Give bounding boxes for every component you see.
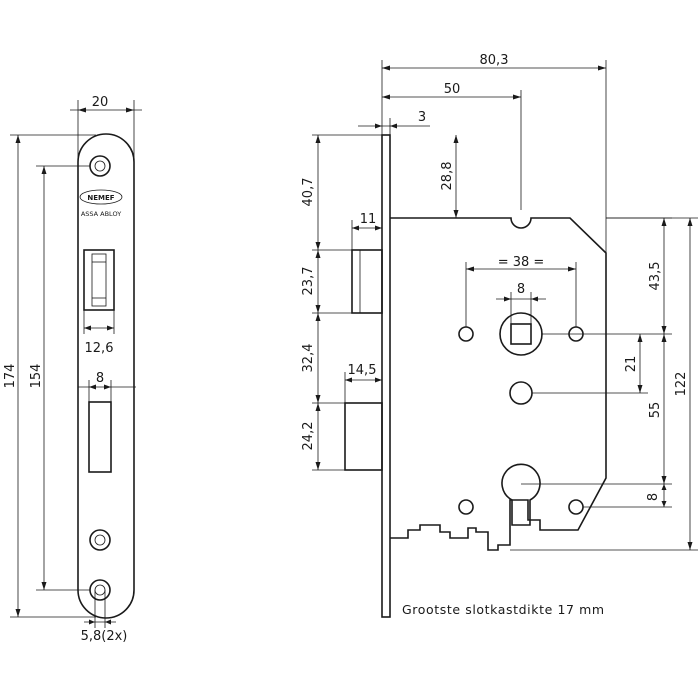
backset-label: 50 <box>444 82 461 97</box>
max-case-thickness-note: Grootste slotkastdikte 17 mm <box>402 602 605 617</box>
follower-to-hole-label: 21 <box>624 356 639 373</box>
bolt-width-label: 8 <box>96 371 104 386</box>
overall-depth-label: 80,3 <box>480 53 509 68</box>
bolt-height-label: 24,2 <box>301 422 316 451</box>
follower-hole-spacing-label: = 38 = <box>498 255 545 270</box>
follower-square-label: 8 <box>517 282 525 297</box>
follower <box>499 312 543 356</box>
follower-from-top-label: 43,5 <box>648 262 663 291</box>
follower-to-hole-dimension <box>532 334 648 394</box>
follower-to-cylinder-label: 55 <box>648 402 663 419</box>
top-to-notch-label: 28,8 <box>440 162 455 191</box>
follower-hole-spacing-dimension <box>465 262 577 327</box>
screw-hole-dimension <box>84 590 116 628</box>
cylinder-profile <box>501 463 541 526</box>
latch-width-dimension <box>83 310 115 334</box>
bolt-opening <box>88 401 112 473</box>
total-height-dimension <box>10 134 96 618</box>
cylinder-offset-label: 8 <box>646 493 661 501</box>
cylinder-offset-dimension <box>583 484 672 508</box>
latch-width-label: 12,6 <box>85 341 114 356</box>
latch-opening <box>83 249 115 311</box>
top-to-notch-dimension <box>453 135 459 218</box>
width-dimension <box>70 100 142 162</box>
brand-logo-text: NEMEF <box>87 194 114 202</box>
case-height-label: 122 <box>674 372 689 397</box>
plate-thickness-label: 3 <box>418 110 426 125</box>
case-body-outline <box>390 217 607 551</box>
left-fixing-hole <box>458 326 474 342</box>
bolt-width-dimension <box>78 380 136 402</box>
latch-height-label: 23,7 <box>301 267 316 296</box>
top-to-latch-label: 40,7 <box>301 178 316 207</box>
bolt-projection-label: 14,5 <box>348 363 377 378</box>
middle-hole <box>509 381 533 405</box>
overall-depth-dimension <box>381 60 607 253</box>
front-plate <box>381 134 391 618</box>
nemef-logo: NEMEF <box>79 189 123 205</box>
lockcase-view: 80,3 50 3 <box>301 53 698 618</box>
vertical-chain-dimension <box>312 134 382 471</box>
hole-spacing-label: 154 <box>29 364 44 389</box>
total-height-label: 174 <box>3 364 18 389</box>
bottom-right-hole <box>568 499 584 515</box>
case-height-dimension <box>510 217 698 551</box>
middle-screw-hole <box>89 529 111 551</box>
top-screw-hole <box>89 155 111 177</box>
latch-projection-dimension <box>351 220 382 250</box>
bottom-left-hole <box>458 499 474 515</box>
faceplate-outline <box>77 133 135 619</box>
faceplate-view: NEMEF ASSA ABLOY 20 174 <box>3 95 142 644</box>
bolt-projection-dimension <box>344 372 382 403</box>
hole-spacing-dimension <box>36 165 90 591</box>
screw-hole-label: 5,8(2x) <box>81 629 128 644</box>
bottom-screw-hole <box>89 579 111 601</box>
width-label: 20 <box>92 95 109 110</box>
latch-to-bolt-label: 32,4 <box>301 344 316 373</box>
latch-projection-label: 11 <box>360 212 377 227</box>
latch-bolt <box>351 249 383 314</box>
dead-bolt <box>344 402 383 471</box>
follower-to-cylinder-dimension <box>521 334 672 485</box>
brand-sub-text: ASSA ABLOY <box>81 210 121 218</box>
plate-thickness-dimension <box>358 118 430 135</box>
backset-dimension <box>382 90 522 210</box>
follower-square-dimension <box>496 292 546 324</box>
